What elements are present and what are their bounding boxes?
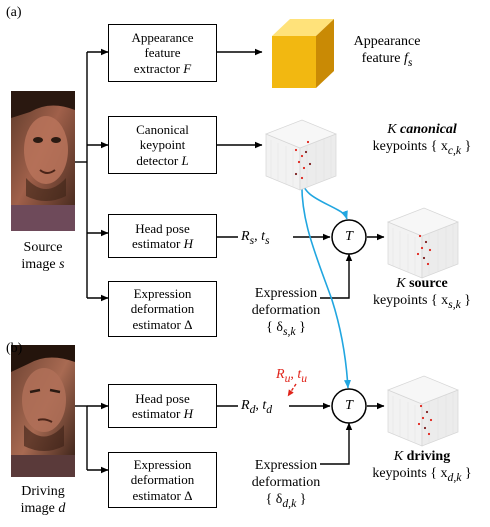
transform-operator-source [331, 219, 367, 255]
canonical-keypoints-label: K canonical keypoints { xc,k } [372, 122, 472, 157]
transform-symbol-source: T [345, 229, 353, 244]
appearance-feature-cube [272, 19, 334, 88]
canonical-keypoints-plot [265, 119, 337, 191]
canonical-keypoint-detector-box: Canonical keypoint detector L [108, 116, 217, 174]
expression-deformation-estimator-source-box: Expression deformation estimator Δ [108, 281, 217, 337]
rotation-translation-source: Rs, ts [241, 229, 270, 247]
canonical-to-transform-arrows [301, 177, 352, 389]
appearance-feature-extractor-box: Appearance feature extractor F [108, 24, 217, 82]
source-keypoints-plot [387, 207, 459, 279]
rotation-translation-driving: Rd, td [241, 398, 273, 416]
expression-deformation-driving: Expression deformation { δd,k } [251, 458, 321, 510]
source-connectors [75, 48, 109, 302]
box-output-arrows [217, 48, 385, 465]
expression-deformation-source: Expression deformation { δs,k } [251, 286, 321, 338]
source-image [11, 91, 75, 231]
driving-image-caption: Driving image d [20, 484, 66, 516]
driving-keypoints-label: K driving keypoints { xd,k } [372, 449, 472, 484]
expression-deformation-estimator-driving-box: Expression deformation estimator Δ [108, 452, 217, 508]
user-rotation-translation: Ru, tu [276, 367, 308, 385]
appearance-feature-label: Appearance feature fs [353, 34, 421, 69]
source-keypoints-label: K source keypoints { xs,k } [372, 276, 472, 311]
source-image-caption: Source image s [21, 240, 65, 272]
user-pose-arrow [287, 383, 297, 397]
driving-image [11, 345, 75, 477]
panel-label-b: (b) [6, 341, 23, 356]
head-pose-estimator-driving-box: Head pose estimator H [108, 384, 217, 428]
transform-symbol-driving: T [345, 398, 353, 413]
transform-operator-driving [331, 388, 367, 424]
panel-label-a: (a) [6, 5, 22, 20]
driving-keypoints-plot [387, 375, 459, 447]
head-pose-estimator-source-box: Head pose estimator H [108, 214, 217, 258]
driving-connectors [75, 402, 109, 474]
